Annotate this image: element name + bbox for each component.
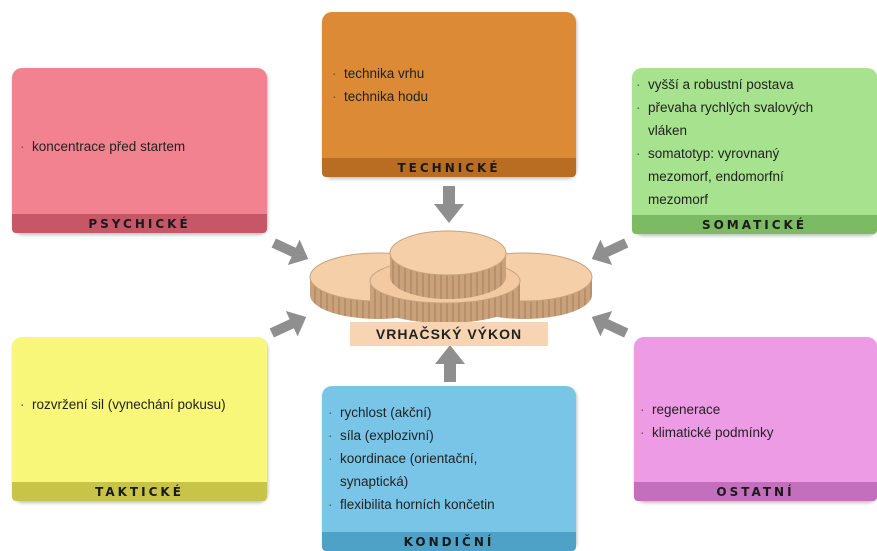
list-item: technika vrhu (330, 62, 428, 85)
ostatni-title: OSTATNÍ (634, 482, 877, 501)
psychicke-list: koncentrace před startem (18, 135, 185, 158)
list-item: regenerace (638, 398, 774, 421)
arrow-left-up-icon (591, 311, 629, 338)
box-ostatni: regenerace klimatické podmínky OSTATNÍ (634, 337, 877, 501)
discs-illustration (309, 230, 593, 323)
arrow-left-down-icon (591, 238, 629, 265)
kondicni-list: rychlost (akční) síla (explozivní) koord… (326, 401, 526, 516)
box-technicke: technika vrhu technika hodu TECHNICKÉ (322, 12, 576, 177)
list-item: somatotyp: vyrovnaný mezomorf, endomorfn… (634, 142, 844, 211)
list-item: technika hodu (330, 85, 428, 108)
takticke-title: TAKTICKÉ (12, 482, 267, 501)
takticke-list: rozvržení sil (vynechání pokusu) (18, 393, 228, 416)
list-item: rychlost (akční) (326, 401, 526, 424)
list-item: síla (explozivní) (326, 424, 526, 447)
list-item: klimatické podmínky (638, 421, 774, 444)
box-kondicni: rychlost (akční) síla (explozivní) koord… (322, 386, 576, 551)
list-item: flexibilita horních končetin (326, 493, 526, 516)
arrow-up-icon (435, 345, 465, 382)
arrow-down-icon (434, 186, 464, 223)
box-psychicke: koncentrace před startem PSYCHICKÉ (12, 68, 267, 233)
box-somaticke: vyšší a robustní postava převaha rychlýc… (632, 68, 877, 234)
center-label: VRHAČSKÝ VÝKON (350, 322, 548, 346)
somaticke-title: SOMATICKÉ (632, 215, 877, 234)
arrow-right-up-icon (269, 311, 307, 338)
list-item: rozvržení sil (vynechání pokusu) (18, 393, 228, 416)
kondicni-title: KONDIČNÍ (322, 532, 576, 551)
list-item: koncentrace před startem (18, 135, 185, 158)
somaticke-list: vyšší a robustní postava převaha rychlýc… (634, 73, 844, 211)
technicke-title: TECHNICKÉ (322, 158, 576, 177)
arrow-right-down-icon (271, 238, 309, 265)
technicke-list: technika vrhu technika hodu (330, 62, 428, 108)
list-item: vyšší a robustní postava (634, 73, 844, 96)
list-item: převaha rychlých svalových vláken (634, 96, 844, 142)
ostatni-list: regenerace klimatické podmínky (638, 398, 774, 444)
list-item: koordinace (orientační, synaptická) (326, 447, 526, 493)
psychicke-title: PSYCHICKÉ (12, 214, 267, 233)
box-takticke: rozvržení sil (vynechání pokusu) TAKTICK… (12, 337, 267, 501)
